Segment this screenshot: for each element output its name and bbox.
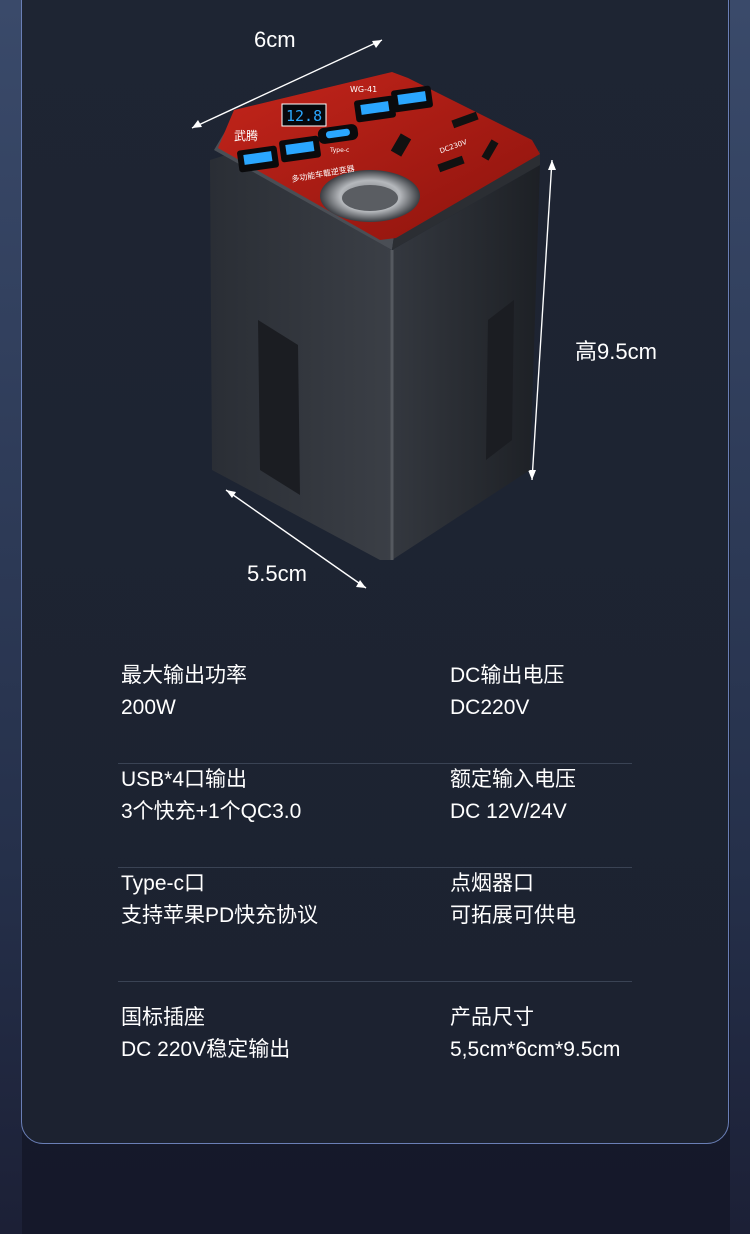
right-edge-glow — [730, 0, 750, 1234]
spec-value: DC 12V/24V — [450, 800, 567, 823]
spec-item: USB*4口输出 3个快充+1个QC3.0 — [121, 764, 301, 828]
spec-label: Type-c口 — [121, 872, 206, 895]
spec-label: 最大输出功率 — [121, 664, 247, 687]
spec-item: 产品尺寸 5,5cm*6cm*9.5cm — [450, 1002, 620, 1066]
spec-label: 产品尺寸 — [450, 1006, 534, 1029]
spec-row: 国标插座 DC 220V稳定输出 产品尺寸 5,5cm*6cm*9.5cm — [118, 982, 632, 1086]
spec-item: 点烟器口 可拓展可供电 — [450, 868, 576, 932]
spec-table: 最大输出功率 200W DC输出电压 DC220V USB*4口输出 3个快充+… — [118, 660, 632, 1086]
depth-dimension-label: 5.5cm — [247, 561, 307, 586]
spec-value: 200W — [121, 696, 176, 719]
spec-row: 最大输出功率 200W DC输出电压 DC220V — [118, 660, 632, 764]
display-reading-text: 12.8 — [286, 107, 322, 125]
spec-value: 3个快充+1个QC3.0 — [121, 800, 302, 823]
spec-value: 5,5cm*6cm*9.5cm — [450, 1038, 621, 1061]
spec-item: 国标插座 DC 220V稳定输出 — [121, 1002, 290, 1066]
width-dimension-line — [191, 39, 383, 129]
spec-label: 国标插座 — [121, 1006, 205, 1029]
spec-item: Type-c口 支持苹果PD快充协议 — [121, 868, 318, 932]
spec-value: 支持苹果PD快充协议 — [121, 904, 319, 927]
width-dimension-label: 6cm — [254, 27, 296, 52]
spec-label: DC输出电压 — [450, 664, 565, 687]
spec-value: DC220V — [450, 696, 530, 719]
spec-value: 可拓展可供电 — [450, 904, 576, 927]
spec-row: Type-c口 支持苹果PD快充协议 点烟器口 可拓展可供电 — [118, 868, 632, 982]
spec-item: DC输出电压 DC220V — [450, 660, 564, 724]
port-label-text: Type-c — [329, 147, 349, 154]
spec-item: 额定输入电压 DC 12V/24V — [450, 764, 576, 828]
depth-dimension-line — [225, 489, 367, 589]
spec-label: 额定输入电压 — [450, 768, 576, 791]
spec-row: USB*4口输出 3个快充+1个QC3.0 额定输入电压 DC 12V/24V — [118, 764, 632, 868]
spec-label: 点烟器口 — [450, 872, 534, 895]
height-dimension-label: 高9.5cm — [575, 339, 657, 364]
spec-label: USB*4口输出 — [121, 768, 248, 791]
model-text: WG-41 — [350, 85, 377, 94]
height-dimension-line — [531, 159, 553, 481]
product-illustration: 12.8 武腾 WG-41 Type-c DC230V 多功能车载逆变器 6cm… — [191, 27, 657, 589]
brand-text: 武腾 — [234, 128, 258, 143]
spec-item: 最大输出功率 200W — [121, 660, 247, 724]
spec-value: DC 220V稳定输出 — [121, 1038, 291, 1061]
inverter-device-image: 12.8 武腾 WG-41 Type-c DC230V 多功能车载逆变器 — [191, 39, 553, 589]
left-edge-glow — [0, 0, 22, 1234]
